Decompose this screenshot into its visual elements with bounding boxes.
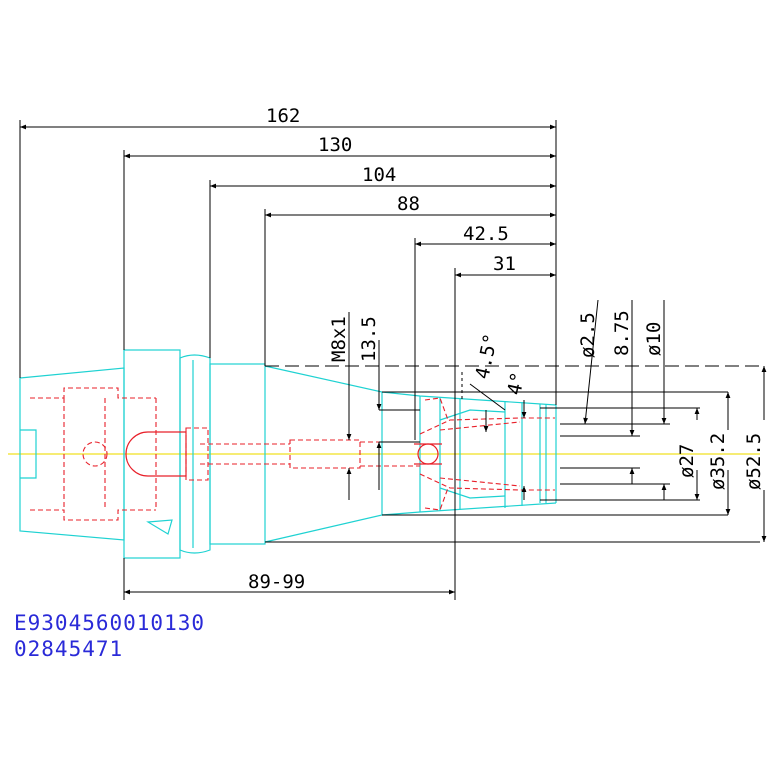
dim-89-99: 89-99 bbox=[248, 571, 305, 593]
dimension-labels: 162 130 104 88 42.5 31 89-99 M8x1 13.5 4… bbox=[248, 105, 765, 593]
dim-42-5: 42.5 bbox=[463, 223, 509, 245]
dim-130: 130 bbox=[318, 134, 352, 156]
dimension-lines bbox=[19, 120, 767, 600]
part-number: E9304560010130 bbox=[14, 611, 206, 635]
dim-104: 104 bbox=[362, 164, 396, 186]
tool-outline bbox=[19, 349, 557, 559]
dim-dia-27: ø27 bbox=[676, 444, 698, 478]
dim-31: 31 bbox=[493, 253, 516, 275]
dim-162: 162 bbox=[266, 105, 300, 127]
dim-13-5: 13.5 bbox=[358, 316, 380, 362]
order-number: 02845471 bbox=[14, 637, 124, 661]
dim-angle-4-5: 4.5° bbox=[471, 332, 502, 381]
dim-thread-m8x1: M8x1 bbox=[328, 316, 350, 362]
dim-dia-52-5: ø52.5 bbox=[743, 433, 765, 490]
dim-dia-2-5: ø2.5 bbox=[577, 312, 599, 358]
dim-angle-4: 4° bbox=[503, 370, 529, 397]
part-codes: E9304560010130 02845471 bbox=[14, 610, 205, 662]
collet-solid bbox=[125, 431, 442, 477]
dim-dia-35-2: ø35.2 bbox=[707, 433, 729, 490]
dim-dia-8-75: 8.75 bbox=[611, 310, 633, 356]
dim-dia-10: ø10 bbox=[643, 322, 665, 356]
dim-88: 88 bbox=[397, 193, 420, 215]
